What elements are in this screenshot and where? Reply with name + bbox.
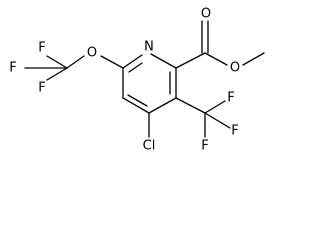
bond-c6-n [122, 54, 143, 69]
bond-c6-ether-o [100, 55, 124, 69]
bond-ester-o-methyl [242, 52, 265, 66]
bond-c4-c5 [122, 97, 150, 114]
bond-c3-cf3 [175, 97, 206, 114]
bond-n-c2 [150, 53, 177, 69]
atom-label-ocf3-fluorine-top: F [38, 41, 45, 56]
bond-c2-carbonyl [175, 52, 206, 69]
atom-label-chlorine: Cl [143, 139, 156, 154]
atom-labels: N O O O Cl F F F F F F [9, 7, 240, 154]
bond-c4-c5-inner [127, 94, 148, 107]
bond-ocf3-f-top [46, 55, 68, 69]
atom-label-cf3-fluorine-top-right: F [227, 91, 234, 106]
atom-label-ocf3-fluorine-left: F [9, 61, 16, 76]
atom-label-carbonyl-oxygen: O [201, 7, 211, 22]
chemical-structure-diagram: N O O O Cl F F F F F F [9, 7, 265, 154]
bond-c6-n-inner [128, 62, 143, 73]
atom-label-ocf3-fluorine-bottom: F [38, 81, 45, 96]
bond-c3-c4 [148, 97, 177, 114]
bond-ether-o-cf3 [66, 55, 85, 69]
trifluoromethoxy-bonds [24, 55, 124, 81]
atom-label-ring-nitrogen: N [144, 40, 154, 55]
bond-cf3-f-top-right [204, 100, 226, 114]
trifluoromethyl-bonds [175, 97, 231, 138]
bond-ocf3-f-bottom [46, 67, 68, 81]
bond-carbonyl-ester-o [204, 52, 228, 66]
atom-label-ester-oxygen: O [230, 61, 240, 76]
pyridine-ring-bonds [122, 53, 177, 114]
atom-label-cf3-fluorine-right: F [231, 124, 238, 139]
atom-label-ether-oxygen: O [87, 46, 97, 61]
bond-cf3-f-right [204, 112, 231, 129]
ester-bonds [175, 20, 265, 69]
atom-label-cf3-fluorine-bottom: F [201, 139, 208, 154]
